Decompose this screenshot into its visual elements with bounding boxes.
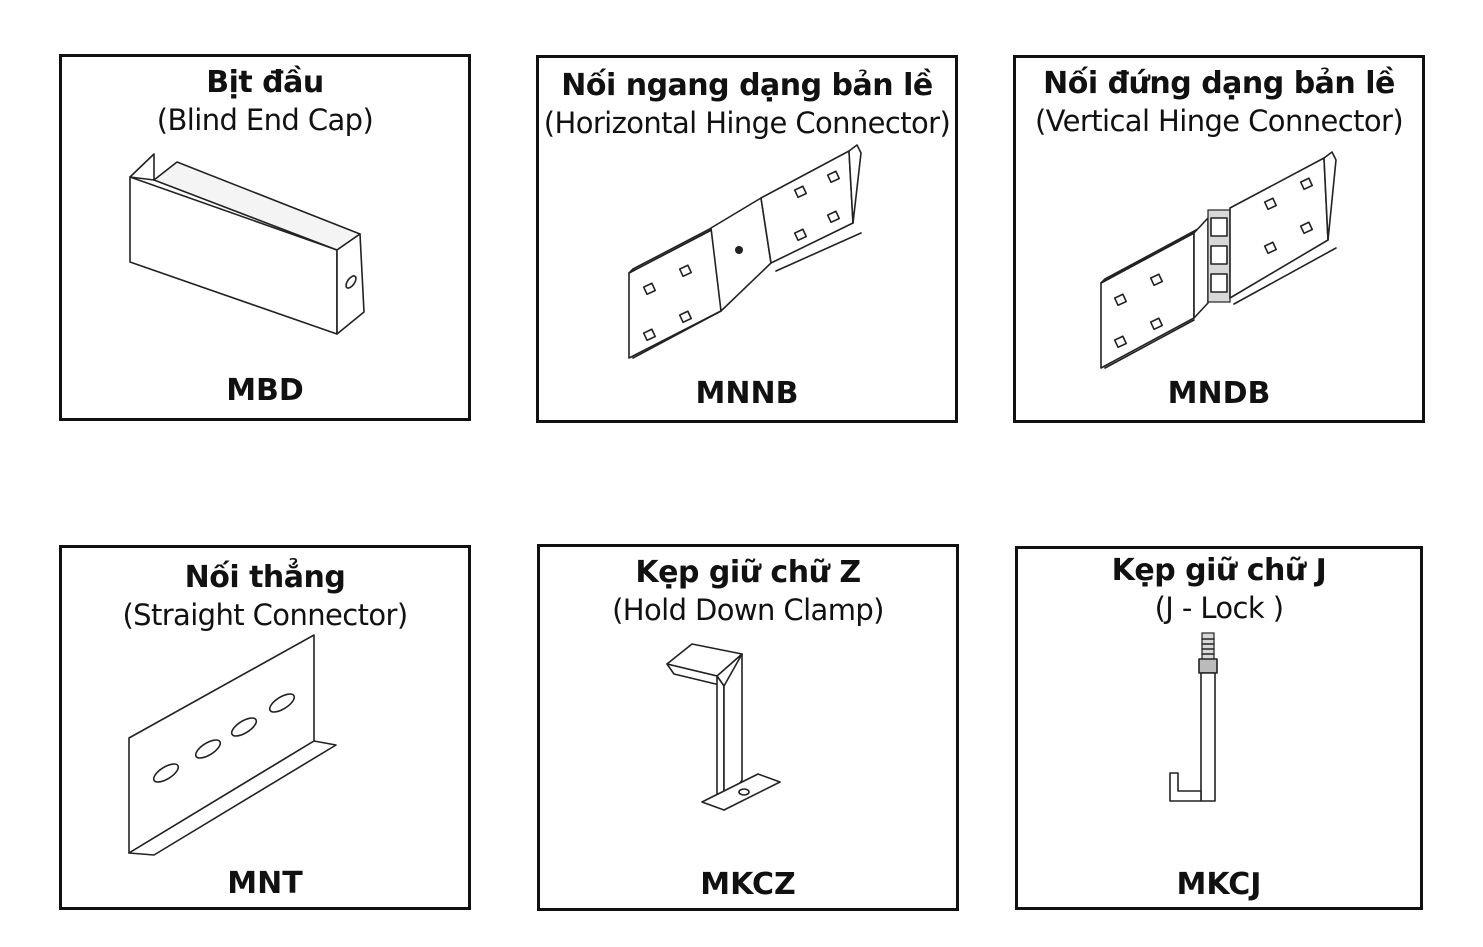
product-title: Nối ngang dạng bản lề [561, 68, 933, 103]
blind-end-cap-illustration [122, 152, 372, 342]
hold-down-clamp-illustration [662, 642, 792, 822]
product-title: Nối đứng dạng bản lề [1043, 66, 1395, 101]
horizontal-hinge-connector-illustration [621, 143, 871, 368]
product-title: Bịt đầu [206, 65, 324, 100]
product-card-blind-end-cap: Bịt đầu (Blind End Cap) MBD [59, 54, 471, 421]
product-subtitle: (J - Lock ) [1154, 591, 1284, 625]
product-code: MNDB [1167, 376, 1271, 411]
product-subtitle: (Vertical Hinge Connector) [1034, 104, 1404, 138]
product-title: Kẹp giữ chữ J [1111, 553, 1327, 588]
vertical-hinge-connector-illustration [1096, 148, 1341, 373]
product-subtitle: (Horizontal Hinge Connector) [543, 106, 951, 140]
product-code: MBD [226, 373, 304, 408]
product-code: MKCJ [1176, 867, 1262, 902]
product-card-hold-down-clamp: Kẹp giữ chữ Z (Hold Down Clamp) MKCZ [537, 544, 959, 911]
product-code: MNT [227, 866, 303, 901]
product-code: MKCZ [700, 867, 796, 902]
product-subtitle: (Straight Connector) [122, 598, 408, 632]
product-title: Nối thẳng [184, 560, 346, 595]
product-card-straight-connector: Nối thẳng (Straight Connector) MNT [59, 545, 471, 910]
j-lock-illustration [1166, 631, 1226, 811]
product-card-vertical-hinge-connector: Nối đứng dạng bản lề (Vertical Hinge Con… [1013, 55, 1425, 423]
product-subtitle: (Hold Down Clamp) [612, 593, 884, 627]
product-code: MNNB [695, 376, 799, 411]
product-title: Kẹp giữ chữ Z [635, 555, 861, 590]
product-subtitle: (Blind End Cap) [156, 103, 374, 137]
straight-connector-illustration [124, 633, 344, 863]
product-card-horizontal-hinge-connector: Nối ngang dạng bản lề (Horizontal Hinge … [536, 55, 958, 423]
product-card-j-lock: Kẹp giữ chữ J (J - Lock ) MKCJ [1015, 546, 1423, 910]
